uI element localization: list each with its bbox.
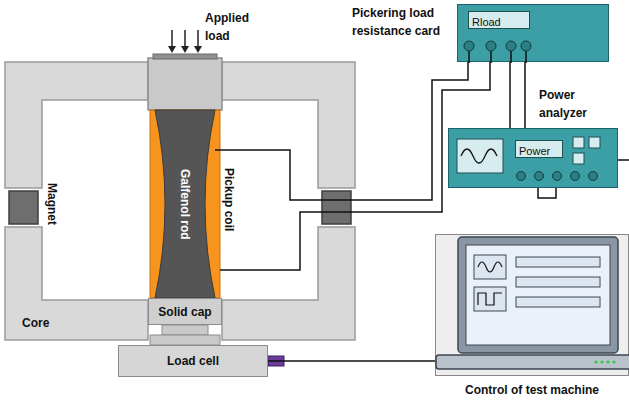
- terminal-stub: [469, 51, 526, 63]
- power-analyzer-label: Power analyzer: [539, 88, 587, 120]
- label-holder: Magnet: [45, 183, 59, 229]
- status-led: [594, 360, 597, 363]
- screen-icon: [474, 287, 506, 311]
- rod-body: [155, 110, 215, 298]
- load-cell-label: Load cell: [167, 354, 219, 368]
- label-holder: Applied load: [205, 8, 260, 44]
- panel-button: [573, 137, 584, 148]
- panel-button: [573, 153, 584, 164]
- load-plate: [153, 54, 217, 59]
- card-wire: [524, 62, 526, 128]
- status-led: [606, 360, 609, 363]
- core-piece: [222, 62, 355, 188]
- load-arrow: [168, 46, 176, 53]
- load-arrow: [197, 30, 199, 47]
- label-holder: Pickup coil: [222, 168, 236, 235]
- laptop-base: [436, 355, 629, 369]
- laptop-drawing: [436, 235, 629, 377]
- part-label: Pickup coil: [222, 168, 236, 231]
- core-piece: [5, 62, 148, 188]
- screen-field: [516, 257, 600, 267]
- rload-display-label: Rload: [472, 15, 501, 29]
- power-display-label: Power: [519, 144, 550, 158]
- part-label: Applied load: [205, 11, 249, 43]
- top-cap: [148, 58, 222, 110]
- core-piece: [222, 227, 355, 340]
- solid-cap-label: Solid cap: [158, 305, 211, 319]
- load-arrow: [181, 46, 189, 53]
- heading-holder: Power analyzer: [539, 85, 609, 121]
- resistance-card-label: Pickering load resistance card: [352, 6, 440, 38]
- load-arrow: [171, 30, 173, 47]
- support-block: [162, 325, 208, 335]
- terminal: [589, 172, 598, 181]
- heading-holder: Pickering load resistance card: [352, 3, 452, 39]
- cable-line: [618, 159, 629, 161]
- galfenol-rod-label: Galfenol rod: [178, 169, 192, 240]
- load-cell: Load cell: [118, 345, 268, 377]
- control-laptop: Control of test machine: [435, 234, 629, 376]
- status-led: [612, 360, 615, 363]
- terminal: [464, 41, 474, 51]
- load-arrow: [184, 30, 186, 47]
- part-label: Core: [22, 316, 49, 330]
- screen-field: [516, 297, 600, 307]
- terminal: [535, 172, 544, 181]
- screen-icon: [474, 255, 506, 279]
- magnet-block: [322, 191, 351, 224]
- panel-button: [589, 137, 600, 148]
- terminal: [486, 41, 496, 51]
- solid-cap: Solid cap: [148, 298, 222, 325]
- wire-connector: [268, 360, 435, 362]
- terminal: [571, 172, 580, 181]
- galfenol-rod: Galfenol rod: [155, 110, 215, 298]
- laptop-frame: [458, 237, 618, 353]
- rload-display: Rload: [468, 11, 530, 29]
- analyzer-panel: [449, 129, 619, 189]
- terminal: [506, 41, 516, 51]
- part-label: Magnet: [45, 183, 59, 225]
- wire-connector: [215, 62, 468, 200]
- scope-screen: [457, 139, 503, 173]
- terminal: [521, 41, 531, 51]
- load-arrow: [194, 46, 202, 53]
- square-icon: [478, 293, 502, 305]
- magnet-block: [9, 191, 38, 224]
- terminal: [517, 172, 526, 181]
- sine-icon: [478, 262, 502, 272]
- resistance-card: RloadPickering load resistance card: [457, 4, 609, 62]
- terminal: [553, 172, 562, 181]
- wire-connector: [509, 62, 511, 128]
- core-piece: [5, 227, 148, 340]
- probe-loop: [538, 188, 556, 198]
- control-laptop-label: Control of test machine: [465, 383, 599, 397]
- power-analyzer: PowerPower analyzer: [448, 128, 618, 188]
- status-led: [600, 360, 603, 363]
- label-holder: Core: [22, 313, 49, 331]
- support-block: [150, 335, 220, 345]
- heading-holder: Control of test machine: [436, 380, 628, 398]
- sine-trace: [461, 149, 497, 163]
- power-display: Power: [515, 140, 563, 158]
- laptop-screen: [466, 245, 610, 345]
- pickup-coil: [150, 110, 220, 298]
- screen-field: [516, 277, 600, 287]
